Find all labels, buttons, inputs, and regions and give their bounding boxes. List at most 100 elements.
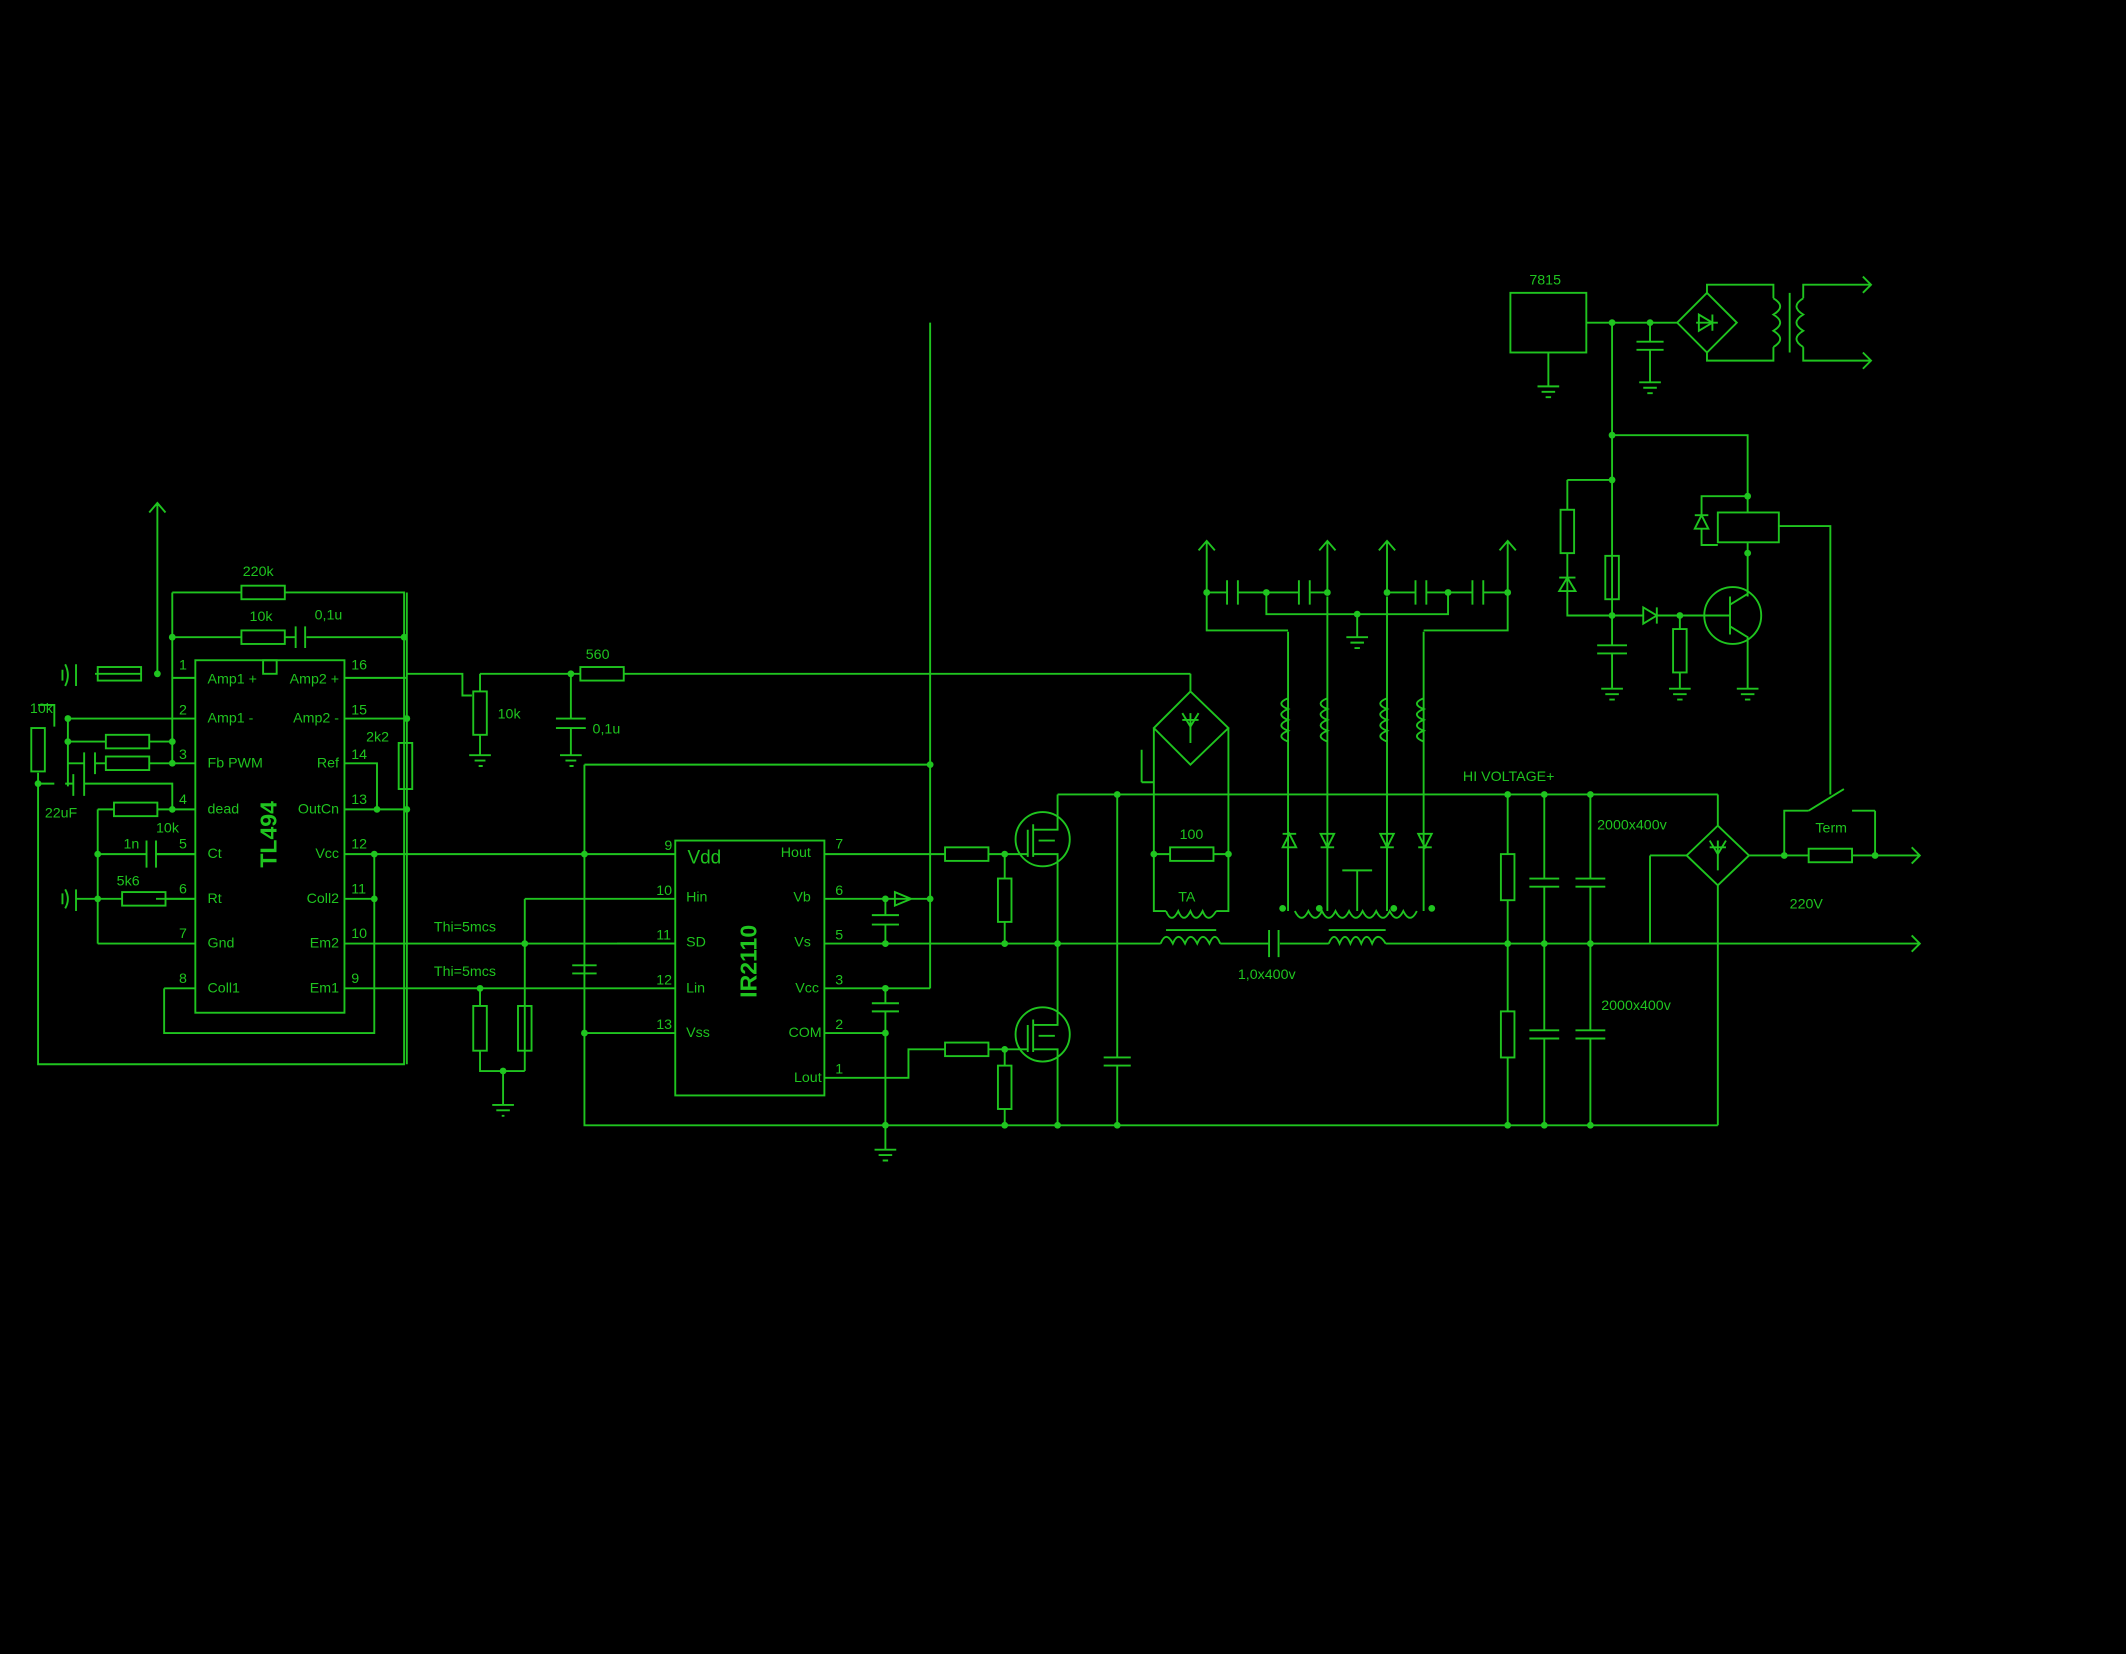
- label-10k: 10k: [250, 609, 274, 625]
- tl494-left-pins: 1 Amp1 + 2 Amp1 - 3 Fb PWM 4 dead 5 Ct 6…: [179, 658, 263, 997]
- label-10k-left: 10k: [30, 701, 54, 717]
- ir2110-name: IR2110: [736, 925, 762, 998]
- label-0-1u-rc: 0,1u: [593, 721, 621, 737]
- pin-label: Vs: [794, 934, 811, 950]
- label-thi-2: Thi=5mcs: [434, 964, 496, 980]
- tl494-chip: TL494: [97, 659, 676, 1014]
- resistor-100: [1169, 846, 1215, 862]
- label-cap-1: 2000x400v: [1597, 818, 1667, 834]
- resistor-10k-left: [30, 727, 46, 773]
- feedback-divider: 10k 560 0,1u: [406, 647, 1191, 767]
- label-thi-1: Thi=5mcs: [434, 919, 496, 935]
- pin-number: 3: [835, 972, 843, 988]
- pin-number: 1: [179, 658, 187, 674]
- resistor-560: [579, 666, 625, 682]
- pin-label: Vcc: [795, 980, 819, 996]
- pin-label: OutCn: [298, 801, 339, 817]
- pin-number: 11: [351, 881, 366, 897]
- capacitor-1n: [145, 840, 157, 868]
- pin-number: 16: [351, 658, 367, 674]
- resistor-2k2: [397, 741, 414, 790]
- mosfet-low: [1014, 1006, 1071, 1063]
- resistor-10k-dead: [113, 801, 159, 818]
- resistor: [96, 666, 143, 682]
- tl494-name: TL494: [256, 801, 282, 868]
- pin-number: 7: [179, 926, 187, 942]
- pin-label: Ref: [317, 755, 339, 771]
- label-2k2: 2k2: [366, 730, 389, 746]
- pin-number: 9: [351, 971, 359, 987]
- transistor: [1703, 586, 1763, 645]
- pin-number: 4: [179, 792, 187, 808]
- label-ta: TA: [1178, 890, 1196, 906]
- pin-label: Em1: [310, 980, 339, 996]
- pin-number: 10: [351, 926, 367, 942]
- pin-number: 13: [351, 792, 367, 808]
- pin-label: Hin: [686, 890, 707, 906]
- pin-number: 13: [656, 1017, 672, 1033]
- pin-label: Vb: [793, 890, 810, 906]
- label-5k6: 5k6: [117, 873, 140, 889]
- label-7815: 7815: [1529, 273, 1561, 289]
- label-560: 560: [586, 647, 610, 663]
- pin-label: Amp1 +: [208, 671, 257, 687]
- resistor: [1499, 1010, 1516, 1059]
- pin-number: 6: [835, 883, 843, 899]
- pin-number: 12: [351, 837, 367, 853]
- pin-number: 15: [351, 702, 367, 718]
- resistor-220k: [240, 584, 286, 601]
- resistor: [1672, 628, 1688, 674]
- resistor: [104, 755, 151, 772]
- pin-label: Vdd: [687, 848, 721, 869]
- pin-label: Amp2 -: [293, 711, 339, 727]
- label-22uf: 22uF: [45, 806, 78, 822]
- relay-coil: [1716, 511, 1780, 544]
- resistor: [996, 877, 1013, 923]
- pin-label: dead: [208, 801, 240, 817]
- junction-dots: [34, 319, 1879, 1129]
- pin-label: Ct: [208, 846, 222, 862]
- pin-label: COM: [788, 1025, 821, 1041]
- thermistor: [1807, 847, 1853, 864]
- tl494-right-pins: 16 Amp2 + 15 Amp2 - 14 Ref 13 OutCn 12 V…: [290, 658, 368, 997]
- potentiometer-10k: [472, 690, 488, 736]
- pin-number: 9: [664, 838, 672, 854]
- resistor-5k6: [121, 891, 167, 907]
- pin-label: Coll2: [307, 891, 339, 907]
- resistor: [1559, 508, 1576, 555]
- pin-label: Gnd: [208, 936, 235, 952]
- capacitor: [72, 752, 96, 796]
- pin-number: 11: [656, 928, 671, 944]
- resistor-10k: [240, 629, 286, 645]
- resistor: [517, 1005, 533, 1052]
- pin-label: Vcc: [315, 846, 339, 862]
- label-1n: 1n: [123, 837, 139, 853]
- pin-number: 14: [351, 747, 367, 763]
- label-0-1u: 0,1u: [315, 608, 343, 624]
- pin-label: Lin: [686, 980, 705, 996]
- label-220v: 220V: [1790, 896, 1824, 912]
- pin-label: SD: [686, 934, 706, 950]
- label-term: Term: [1815, 820, 1847, 836]
- resistor: [1499, 853, 1516, 902]
- pin-number: 8: [179, 971, 187, 987]
- label-hi-voltage: HI VOLTAGE+: [1463, 769, 1555, 785]
- pin-label: Fb PWM: [208, 755, 263, 771]
- transformer-section: 100 TA 1,0x400v HI VOLTAGE+: [1057, 539, 1718, 983]
- pin-number: 5: [835, 928, 843, 944]
- capacitor-0-1u: [294, 626, 307, 649]
- pin-label: Rt: [208, 891, 222, 907]
- pin-number: 3: [179, 747, 187, 763]
- pin-label: Em2: [310, 936, 339, 952]
- pin-number: 2: [835, 1017, 843, 1033]
- pin-label: Vss: [686, 1025, 710, 1041]
- resistor: [996, 1064, 1013, 1110]
- pin-number: 1: [835, 1062, 843, 1078]
- pin-label: Amp2 +: [290, 671, 339, 687]
- aux-supply: 7815: [1509, 273, 1873, 701]
- regulator-7815: [1509, 291, 1588, 354]
- pin-label: Coll1: [208, 980, 240, 996]
- label-pot-10k: 10k: [498, 707, 522, 723]
- pin-label: Hout: [781, 845, 811, 861]
